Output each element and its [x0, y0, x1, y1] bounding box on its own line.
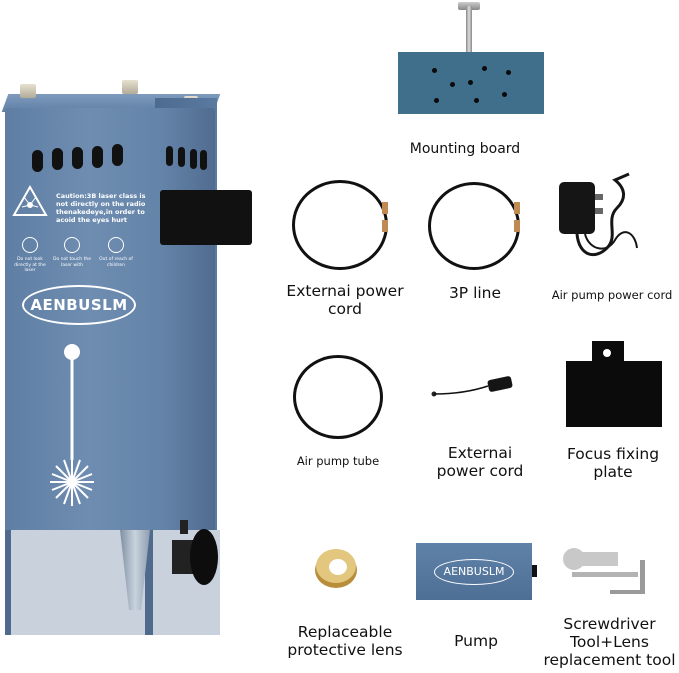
- mounting-board-image: [398, 0, 544, 120]
- board-hole: [450, 82, 455, 87]
- threaded-rod: [466, 6, 472, 54]
- pump-image: AENBUSLM: [416, 543, 538, 600]
- base-bracket: [5, 530, 11, 635]
- board-hole: [468, 80, 473, 85]
- caption-focus-fixing-plate: Focus fixing plate: [566, 445, 660, 481]
- top-knob: [122, 80, 138, 94]
- caption-pump: Pump: [454, 632, 498, 650]
- warning-label: Out of reach of children: [99, 257, 133, 268]
- no-look-icon: [22, 237, 38, 253]
- air-inlet-fitting: [172, 520, 218, 585]
- board-hole: [482, 66, 487, 71]
- board-hole: [434, 98, 439, 103]
- board-hole: [506, 70, 511, 75]
- warning-text: Caution:3B laser class is not directly o…: [56, 192, 146, 224]
- pump-brand-logo: AENBUSLM: [434, 559, 514, 585]
- top-knob: [20, 84, 36, 98]
- caption-replaceable-lens: Replaceable protective lens: [287, 623, 403, 659]
- screwdriver-tool-icon: [563, 548, 645, 594]
- board-hole: [432, 68, 437, 73]
- board-hole: [474, 98, 479, 103]
- air-pump-tube-coil-icon: [293, 355, 383, 439]
- focus-fixing-plate-icon: [566, 341, 662, 427]
- laser-beam-icon: [50, 344, 94, 506]
- board-hole: [502, 92, 507, 97]
- warning-label: Do not touch the laser with: [53, 257, 91, 268]
- warning-label: Do not look directly at the laser: [14, 257, 46, 273]
- vent-slot: [200, 150, 207, 170]
- vent-slot: [72, 147, 83, 169]
- cord-connector-icon: [514, 202, 520, 232]
- caption-air-pump-power-cord: Air pump power cord: [551, 288, 673, 302]
- caption-external-power-cord-2: Externai power cord: [436, 444, 524, 480]
- vent-slot: [52, 148, 63, 170]
- cord-connector-icon: [382, 202, 388, 232]
- mounting-clip: [160, 190, 252, 245]
- vent-slot: [112, 144, 123, 166]
- vent-slot: [92, 146, 103, 168]
- power-adapter-icon: [559, 172, 638, 257]
- caption-screwdriver-tool: Screwdriver Tool+Lens replacement tool: [543, 615, 676, 669]
- base-bracket: [145, 530, 153, 635]
- caption-mounting-board: Mounting board: [409, 141, 521, 157]
- vent-slot: [178, 147, 185, 167]
- caption-external-power-cord: Externai power cord: [286, 282, 404, 318]
- no-touch-icon: [64, 237, 80, 253]
- vent-slot: [32, 150, 43, 172]
- brand-logo: AENBUSLM: [22, 285, 136, 325]
- caption-air-pump-tube: Air pump tube: [296, 454, 380, 468]
- short-power-cord-icon: [431, 376, 513, 397]
- laser-warning-icon: [12, 185, 48, 216]
- three-p-line-coil-icon: [428, 182, 520, 270]
- pump-port: [532, 565, 537, 577]
- power-cord-coil-icon: [292, 180, 388, 270]
- caption-3p-line: 3P line: [448, 284, 502, 302]
- protective-lens-ring-icon: [315, 549, 357, 588]
- vent-slot: [166, 146, 173, 166]
- vent-slot: [190, 149, 197, 169]
- child-warning-icon: [108, 237, 124, 253]
- laser-module-image: Caution:3B laser class is not directly o…: [0, 80, 258, 640]
